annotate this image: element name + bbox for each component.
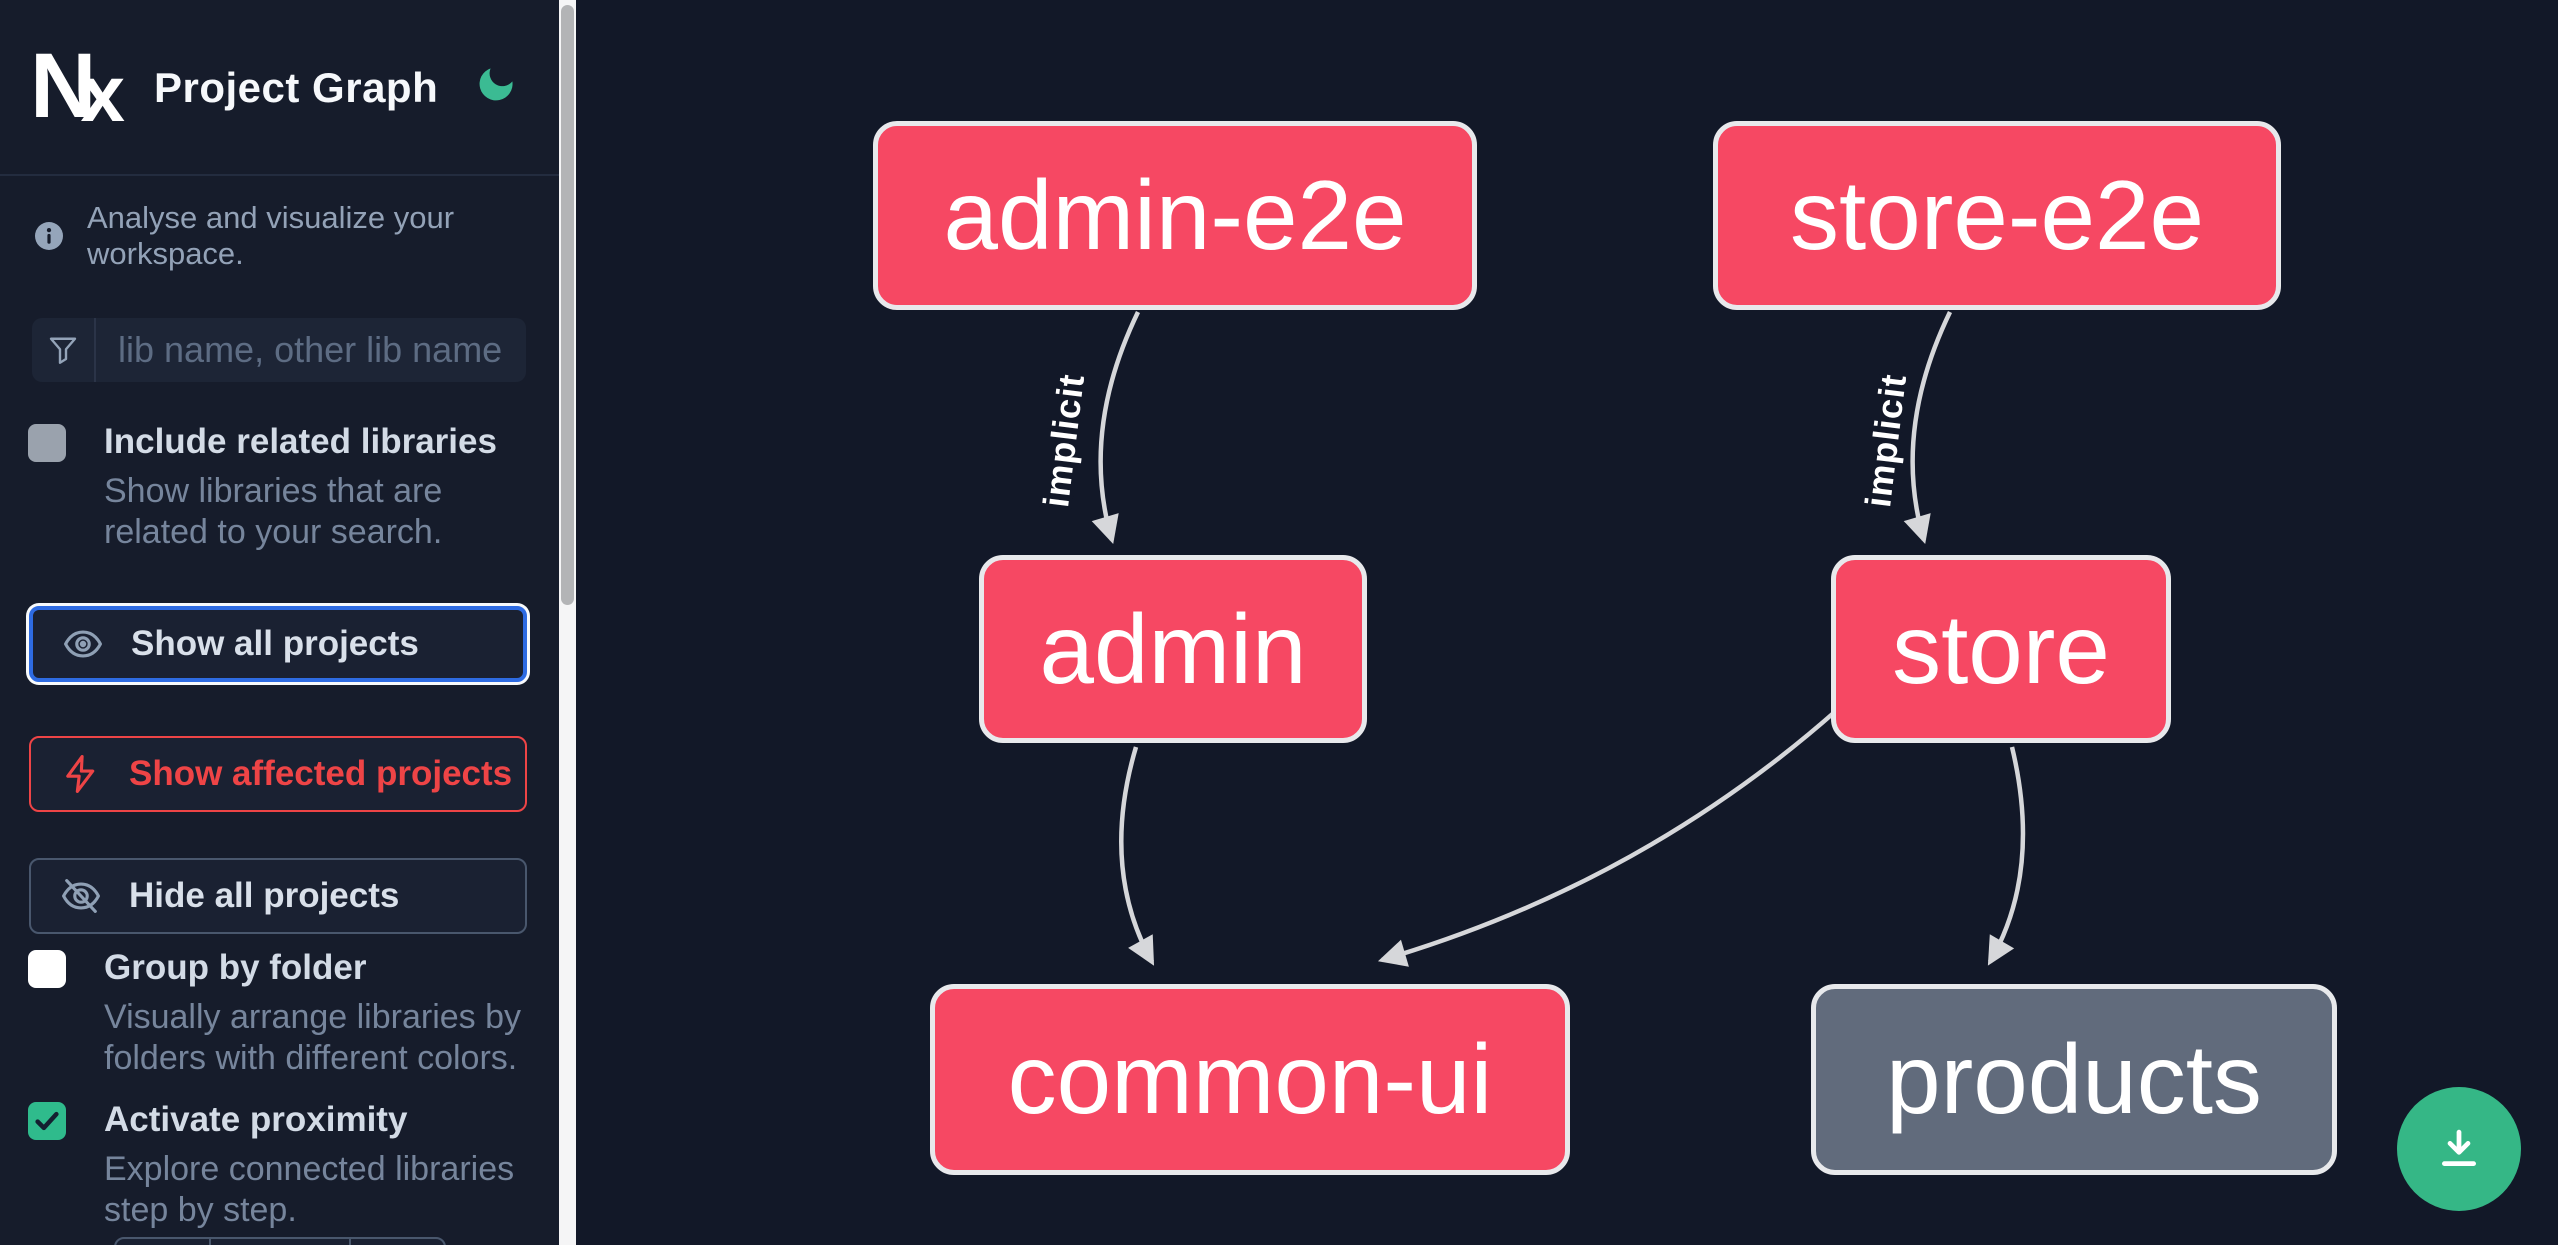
graph-node-admin[interactable]: admin: [979, 555, 1367, 743]
edge-label-implicit: implicit: [1035, 371, 1092, 509]
edge-label-implicit: implicit: [1857, 371, 1914, 509]
edge-store-to-common-ui: [1377, 708, 1839, 967]
graph-node-admin-e2e[interactable]: admin-e2e: [873, 121, 1477, 310]
lib-filter-input[interactable]: [96, 318, 526, 382]
tagline-row: Analyse and visualize your workspace.: [33, 200, 560, 272]
edge-store-to-products: [1987, 746, 2026, 966]
edge-admin-to-common-ui: [1119, 746, 1155, 966]
button-label: Hide all projects: [129, 876, 400, 915]
toggle-activate-proximity: Activate proximity Explore connected lib…: [28, 1098, 533, 1231]
download-image-button[interactable]: [2397, 1087, 2521, 1211]
page-title: Project Graph: [154, 64, 439, 111]
graph-node-store[interactable]: store: [1831, 555, 2171, 743]
theme-toggle-button[interactable]: [470, 58, 522, 110]
moon-icon: [474, 62, 518, 106]
checkbox-include-related[interactable]: [28, 424, 66, 462]
graph-node-common-ui[interactable]: common-ui: [930, 984, 1570, 1175]
proximity-depth-segmented-control[interactable]: [114, 1237, 446, 1245]
filter-icon-box: [32, 318, 96, 382]
toggle-include-related: Include related libraries Show libraries…: [28, 420, 533, 553]
edge-admin-e2e-to-admin: [1091, 311, 1141, 545]
tagline-text: Analyse and visualize your workspace.: [87, 200, 455, 271]
toggle-description: Explore connected libraries step by step…: [104, 1150, 515, 1229]
graph-node-store-e2e[interactable]: store-e2e: [1713, 121, 2281, 310]
hide-all-projects-button[interactable]: Hide all projects: [29, 858, 527, 934]
toggle-label[interactable]: Group by folder: [104, 948, 367, 987]
toggle-description: Visually arrange libraries by folders wi…: [104, 998, 522, 1077]
sidebar-scrollbar-thumb[interactable]: [561, 5, 574, 605]
graph-node-products[interactable]: products: [1811, 984, 2337, 1175]
button-label: Show affected projects: [129, 754, 513, 793]
toggle-label[interactable]: Include related libraries: [104, 422, 497, 461]
search-filter: [32, 318, 526, 382]
sidebar: N x Project Graph Analyse and: [0, 0, 560, 1245]
checkbox-activate-proximity[interactable]: [28, 1102, 66, 1140]
edge-store-e2e-to-store: [1903, 311, 1953, 545]
download-icon: [2432, 1122, 2486, 1176]
toggle-label[interactable]: Activate proximity: [104, 1100, 408, 1139]
nx-logo-n: N: [30, 35, 96, 137]
eye-off-icon: [59, 874, 103, 918]
bolt-icon: [59, 752, 103, 796]
segment[interactable]: [116, 1239, 211, 1245]
checkbox-group-by-folder[interactable]: [28, 950, 66, 988]
segment[interactable]: [211, 1239, 351, 1245]
segment[interactable]: [351, 1239, 444, 1245]
sidebar-header: N x Project Graph: [0, 0, 560, 176]
nx-logo: N x: [30, 40, 125, 134]
eye-icon: [61, 622, 105, 666]
sidebar-scrollbar-track[interactable]: [559, 0, 576, 1245]
info-icon: [33, 220, 65, 252]
checkmark-icon: [32, 1106, 62, 1136]
toggle-description: Show libraries that are related to your …: [104, 472, 443, 551]
show-affected-projects-button[interactable]: Show affected projects: [29, 736, 527, 812]
nx-logo-x: x: [80, 49, 125, 138]
show-all-projects-button[interactable]: Show all projects: [29, 606, 527, 682]
filter-funnel-icon: [45, 332, 81, 368]
button-label: Show all projects: [131, 624, 419, 663]
toggle-group-by-folder: Group by folder Visually arrange librari…: [28, 946, 533, 1079]
